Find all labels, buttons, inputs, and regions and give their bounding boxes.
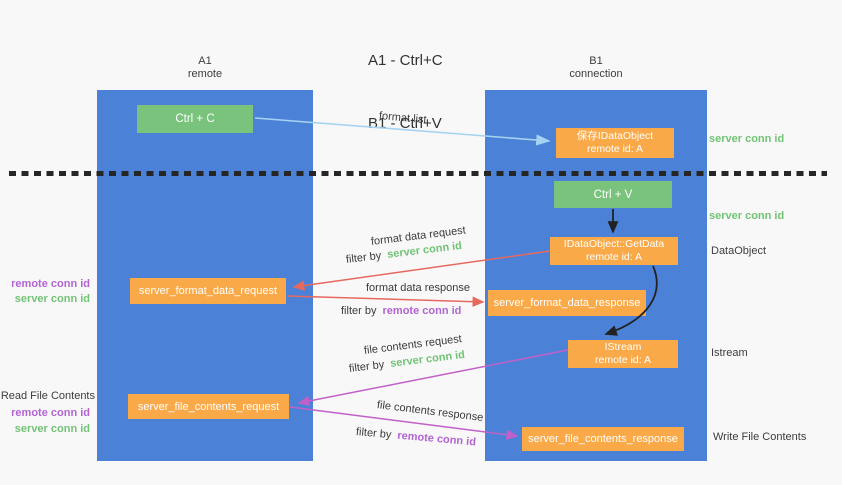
filter-by-prefix: filter by	[348, 358, 385, 375]
node-server-file-contents-request: server_file_contents_request	[128, 394, 289, 419]
annotation-file-response-filter: filter by remote conn id	[355, 426, 476, 448]
node-istream-line1: IStream	[604, 341, 642, 353]
node-save-idataobject-line1: 保存IDataObject	[576, 130, 654, 142]
lane-b1-subtitle: connection	[569, 68, 623, 80]
label-server-conn-id-right-2: server conn id	[709, 210, 785, 222]
filter-remote-conn-id: remote conn id	[382, 305, 462, 317]
label-istream: Istream	[711, 347, 748, 359]
label-dataobject: DataObject	[711, 245, 767, 257]
lane-a1-name: A1	[198, 55, 212, 67]
lane-b1-header: B1 connection	[485, 55, 707, 81]
label-server-conn-id-left-1: server conn id	[14, 293, 90, 305]
filter-by-prefix: filter by	[345, 249, 382, 266]
label-remote-conn-id-left-2: remote conn id	[11, 407, 90, 419]
node-ctrl-v: Ctrl + V	[554, 181, 672, 208]
filter-by-prefix: filter by	[341, 305, 377, 317]
dotted-separator	[9, 171, 827, 176]
label-write-file-contents: Write File Contents	[713, 431, 807, 443]
label-server-conn-id-left-2: server conn id	[14, 423, 90, 435]
title-line-1: A1 - Ctrl+C	[368, 52, 443, 69]
arrow-format-data-response	[286, 295, 485, 307]
node-getdata-line2: remote id: A	[585, 251, 643, 263]
node-getdata: IDataObject::GetData remote id: A	[550, 237, 678, 265]
node-server-format-data-request: server_format_data_request	[130, 278, 286, 304]
filter-by-prefix: filter by	[355, 426, 392, 442]
node-save-idataobject-line2: remote id: A	[586, 143, 644, 155]
node-ctrl-c: Ctrl + C	[137, 105, 253, 133]
node-server-format-data-response: server_format_data_response	[488, 290, 646, 316]
diagram-title: A1 - Ctrl+C B1 - Ctrl+V	[368, 8, 443, 176]
filter-remote-conn-id: remote conn id	[396, 429, 477, 449]
label-server-conn-id-right-1: server conn id	[709, 133, 785, 145]
annotation-format-data-response: format data response	[366, 282, 470, 294]
annotation-format-response-filter: filter by remote conn id	[341, 305, 461, 317]
node-server-file-contents-response: server_file_contents_response	[522, 427, 684, 451]
node-save-idataobject: 保存IDataObject remote id: A	[556, 128, 674, 158]
label-remote-conn-id-left-1: remote conn id	[11, 278, 90, 290]
annotation-file-contents-response: file contents response	[376, 399, 484, 424]
lane-a1-subtitle: remote	[187, 68, 223, 80]
node-istream: IStream remote id: A	[568, 340, 678, 368]
lane-a1-header: A1 remote	[97, 55, 313, 81]
lane-b1-name: B1	[589, 55, 603, 67]
label-read-file-contents: Read File Contents	[0, 390, 95, 402]
node-istream-line2: remote id: A	[594, 354, 652, 366]
node-getdata-line1: IDataObject::GetData	[563, 238, 665, 250]
